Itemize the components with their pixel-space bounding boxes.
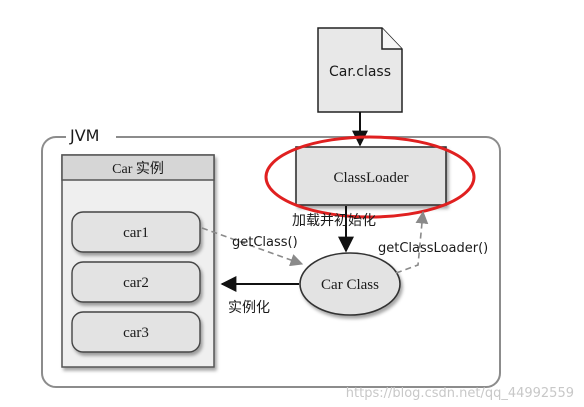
get-class-label: getClass()	[232, 235, 298, 250]
get-classloader-arrow	[395, 210, 429, 274]
load-init-label: 加载并初始化	[292, 212, 376, 229]
classloader-label: ClassLoader	[334, 170, 409, 186]
classloader-highlight-ellipse	[264, 135, 476, 219]
get-classloader-label: getClassLoader()	[378, 241, 488, 256]
instances-panel-header	[61, 154, 215, 181]
instance-car1: car1	[71, 211, 201, 253]
instance-car3: car3	[71, 311, 201, 353]
instantiate-label: 实例化	[228, 300, 270, 316]
get-class-arrow	[201, 227, 304, 267]
classloader-box	[295, 146, 447, 206]
car-class-file-icon	[317, 27, 403, 113]
jvm-frame	[41, 136, 501, 388]
instances-panel-title: Car 实例	[112, 161, 164, 177]
car-class-node	[299, 252, 401, 316]
car-class-file-label: Car.class	[329, 64, 391, 80]
instance-car2: car2	[71, 261, 201, 303]
instance-car1-label: car1	[123, 225, 149, 241]
car-class-node-label: Car Class	[321, 277, 379, 293]
jvm-label: JVM	[69, 126, 99, 145]
instance-car3-label: car3	[123, 325, 149, 341]
instance-car2-label: car2	[123, 275, 149, 291]
jvm-label-backdrop	[66, 124, 116, 146]
watermark-text: https://blog.csdn.net/qq_44992559	[346, 386, 574, 401]
